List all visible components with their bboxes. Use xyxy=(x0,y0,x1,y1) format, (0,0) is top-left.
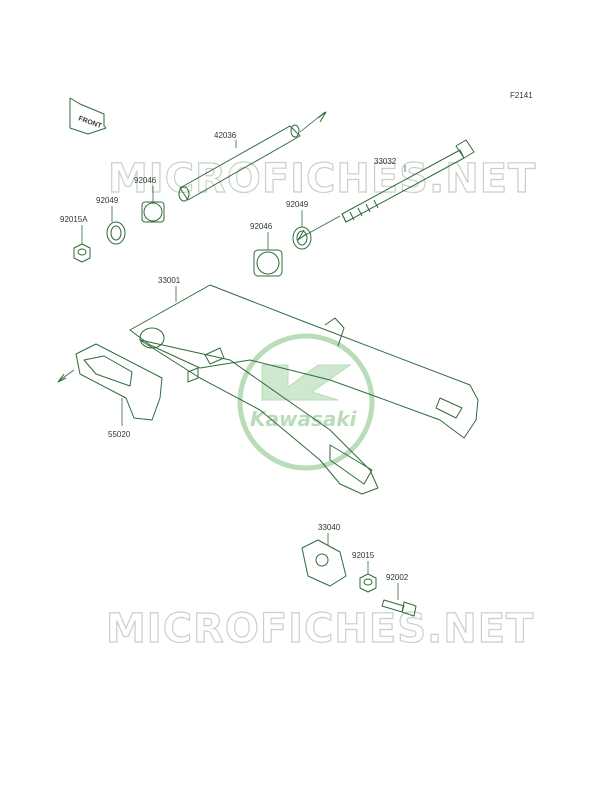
part-55020-chain-guard xyxy=(57,343,163,426)
part-number-label: 92049 xyxy=(286,200,309,209)
part-92046-bearing-left xyxy=(141,186,165,223)
kawasaki-logo: Kawasaki xyxy=(237,333,375,471)
part-33040-chain-adjuster xyxy=(301,533,347,587)
front-label: FRONT xyxy=(77,115,103,130)
part-92046-bearing-right xyxy=(253,232,283,277)
part-number-label: 92015A xyxy=(60,215,88,224)
part-number-label: 92015 xyxy=(352,551,375,560)
part-92049-seal-left xyxy=(106,206,126,245)
part-number-label: 92046 xyxy=(250,222,273,231)
part-33001-swingarm xyxy=(129,284,479,495)
part-number-label: 92046 xyxy=(134,176,157,185)
part-number-label: 33032 xyxy=(374,157,397,166)
part-number-label: 92002 xyxy=(386,573,409,582)
part-number-label: 33040 xyxy=(318,523,341,532)
part-number-label: 42036 xyxy=(214,131,237,140)
part-33032-pivot-shaft xyxy=(297,139,475,241)
figure-code: F2141 xyxy=(510,91,533,100)
part-number-label: 33001 xyxy=(158,276,181,285)
watermark-top: MICROFICHES.NET xyxy=(108,156,536,202)
part-number-label: 55020 xyxy=(108,430,131,439)
kawasaki-logo-text: Kawasaki xyxy=(250,407,358,431)
front-arrow-icon: FRONT xyxy=(69,97,107,135)
part-92002-bolt xyxy=(381,583,417,617)
watermark-bottom: MICROFICHES.NET xyxy=(106,606,534,652)
part-92015-nut xyxy=(359,561,377,593)
part-92049-seal-right xyxy=(292,210,312,250)
part-92015A-nut xyxy=(73,225,91,263)
part-number-label: 92049 xyxy=(96,196,119,205)
part-42036-collar xyxy=(178,111,327,202)
